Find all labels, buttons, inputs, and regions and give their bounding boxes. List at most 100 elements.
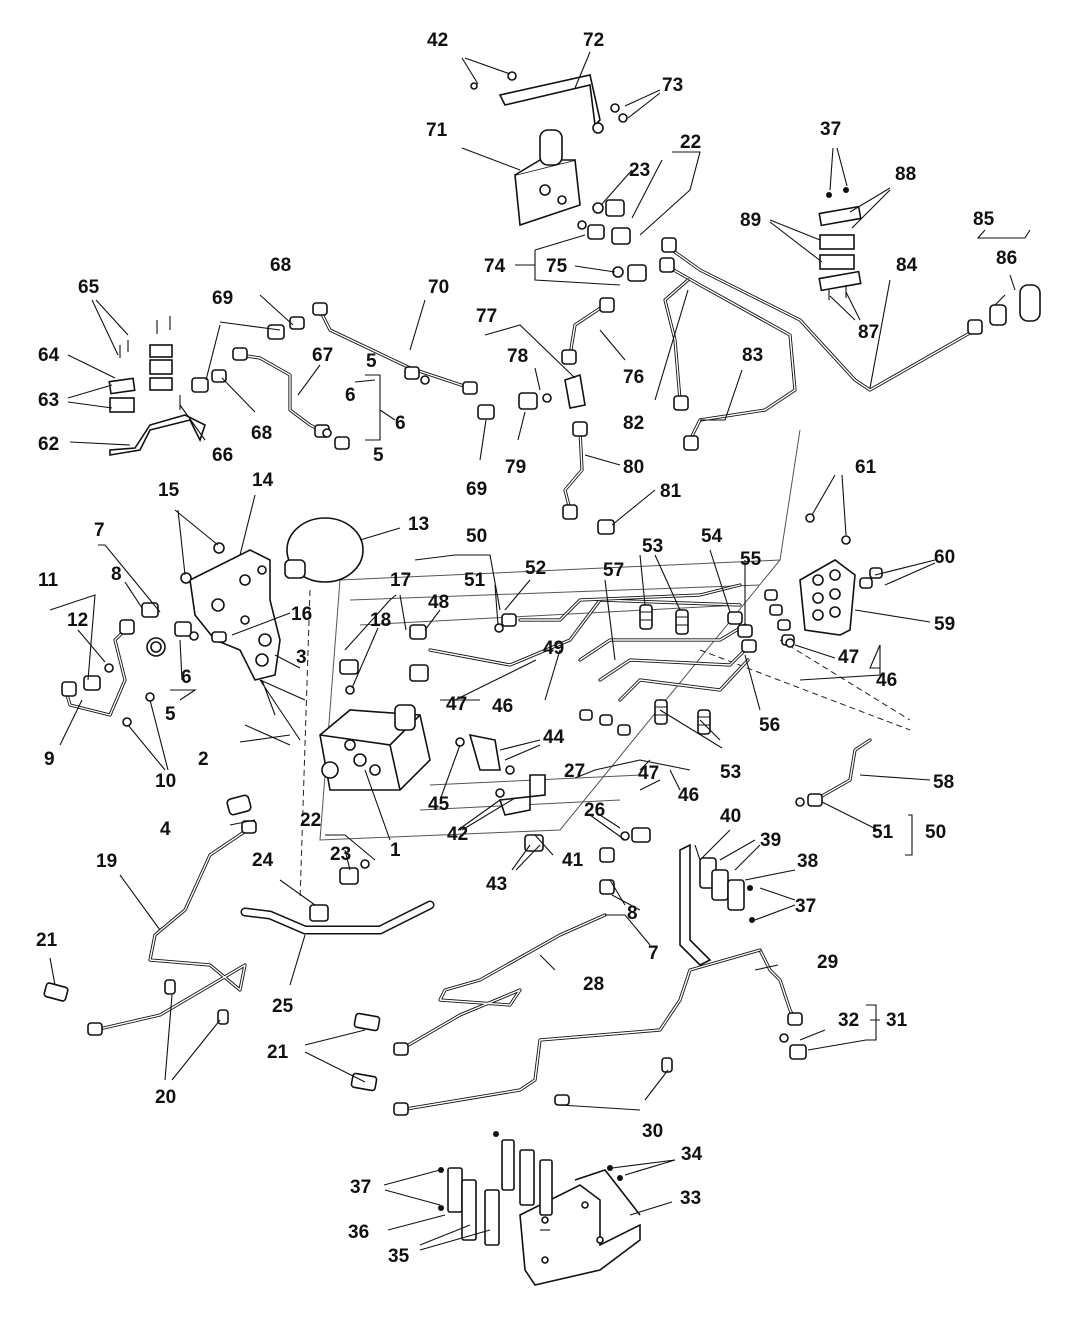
bracket-41: [495, 774, 546, 852]
callout-68-lower: 68: [251, 423, 272, 444]
callout-11: 11: [38, 570, 59, 591]
callout-50-top: 50: [466, 526, 487, 547]
callout-40: 40: [720, 806, 741, 827]
callout-41: 41: [562, 850, 584, 871]
callout-36: 36: [348, 1222, 369, 1243]
callout-46-center: 46: [492, 696, 513, 717]
callout-63: 63: [38, 390, 59, 411]
callout-77: 77: [476, 306, 497, 327]
callout-26: 26: [584, 800, 605, 821]
callout-47-center: 47: [446, 694, 467, 715]
callout-22-top: 22: [680, 132, 701, 153]
bracket-40: [679, 843, 755, 966]
callout-25: 25: [272, 996, 294, 1017]
callout-55: 55: [740, 549, 762, 570]
callout-58: 58: [933, 772, 954, 793]
callout-52: 52: [525, 558, 546, 579]
callout-57: 57: [603, 560, 624, 581]
callout-75: 75: [546, 256, 568, 277]
callout-87: 87: [858, 322, 879, 343]
callout-37-right: 37: [795, 896, 816, 917]
callout-7-lower: 7: [648, 943, 659, 964]
callout-13: 13: [408, 514, 429, 535]
callout-7-left: 7: [94, 520, 105, 541]
callout-4: 4: [160, 819, 171, 840]
callout-9: 9: [44, 749, 55, 770]
callout-65: 65: [78, 277, 100, 298]
callout-74: 74: [484, 256, 506, 277]
callout-6-top: 6: [345, 385, 356, 406]
callout-32: 32: [838, 1010, 859, 1031]
callout-5-top: 5: [366, 351, 377, 372]
callout-33: 33: [680, 1188, 701, 1209]
callout-44: 44: [543, 727, 565, 748]
callout-47-lower: 47: [638, 763, 659, 784]
callout-12: 12: [67, 610, 88, 631]
callout-30: 30: [642, 1121, 663, 1142]
callout-31: 31: [886, 1010, 908, 1031]
central-tube-bundle: [428, 583, 752, 702]
callout-80: 80: [623, 457, 644, 478]
callout-28: 28: [583, 974, 604, 995]
callout-84: 84: [896, 255, 918, 276]
callout-51-top: 51: [464, 570, 486, 591]
callout-37-top: 37: [820, 119, 841, 140]
callout-54: 54: [701, 526, 723, 547]
callout-20: 20: [155, 1087, 176, 1108]
callout-69-lower: 69: [466, 479, 487, 500]
accumulator-13: [284, 517, 364, 583]
callout-68-top: 68: [270, 255, 291, 276]
callout-64: 64: [38, 345, 60, 366]
callout-83: 83: [742, 345, 763, 366]
callout-34: 34: [681, 1144, 703, 1165]
callout-76: 76: [623, 367, 644, 388]
callout-29: 29: [817, 952, 838, 973]
callout-71: 71: [426, 120, 448, 141]
callout-62: 62: [38, 434, 59, 455]
main-manifold-block-1: [226, 624, 515, 816]
tubes-82-83-84: [659, 237, 1041, 451]
spring-clips-53: [639, 604, 711, 735]
bottom-bracket-33: [519, 1165, 641, 1286]
callout-47-right: 47: [838, 647, 859, 668]
callout-73: 73: [662, 75, 683, 96]
callout-70: 70: [428, 277, 449, 298]
callout-1: 1: [390, 840, 401, 861]
fitting-cluster-55: [579, 589, 795, 736]
valve-fittings: [577, 199, 647, 282]
tube-assembly-7-12: [61, 602, 199, 727]
callout-43: 43: [486, 874, 507, 895]
mounting-bracket-14: [180, 542, 281, 681]
callout-86: 86: [996, 248, 1017, 269]
callout-79: 79: [505, 457, 526, 478]
callout-6-top-b: 6: [395, 413, 406, 434]
callout-16: 16: [291, 604, 312, 625]
clamp-set-88: [818, 187, 862, 300]
callout-14: 14: [252, 470, 274, 491]
callout-72: 72: [583, 30, 604, 51]
tubes-28-29: [350, 847, 807, 1116]
callout-81: 81: [660, 481, 682, 502]
callout-89: 89: [740, 210, 761, 231]
callout-45: 45: [428, 794, 450, 815]
callout-42-top: 42: [427, 30, 448, 51]
callout-66: 66: [212, 445, 233, 466]
callout-61: 61: [855, 457, 877, 478]
clamp-plates-35-36: [438, 1131, 553, 1246]
callout-labels: 1 2 3 4 5 6 7 8 9 10 11 12 13 14 15 16 1…: [36, 30, 1017, 1267]
callout-3: 3: [296, 647, 307, 668]
callout-42-mid: 42: [447, 824, 468, 845]
callout-23-lower: 23: [330, 844, 351, 865]
callout-5-top-b: 5: [373, 445, 384, 466]
callout-51-lower: 51: [872, 822, 894, 843]
callout-10: 10: [155, 771, 176, 792]
callout-23-top: 23: [629, 160, 650, 181]
callout-50-lower: 50: [925, 822, 946, 843]
callout-60: 60: [934, 547, 955, 568]
callout-22-lower: 22: [300, 810, 321, 831]
callout-21-lower: 21: [267, 1042, 289, 1063]
callout-21-left: 21: [36, 930, 58, 951]
callout-59: 59: [934, 614, 955, 635]
